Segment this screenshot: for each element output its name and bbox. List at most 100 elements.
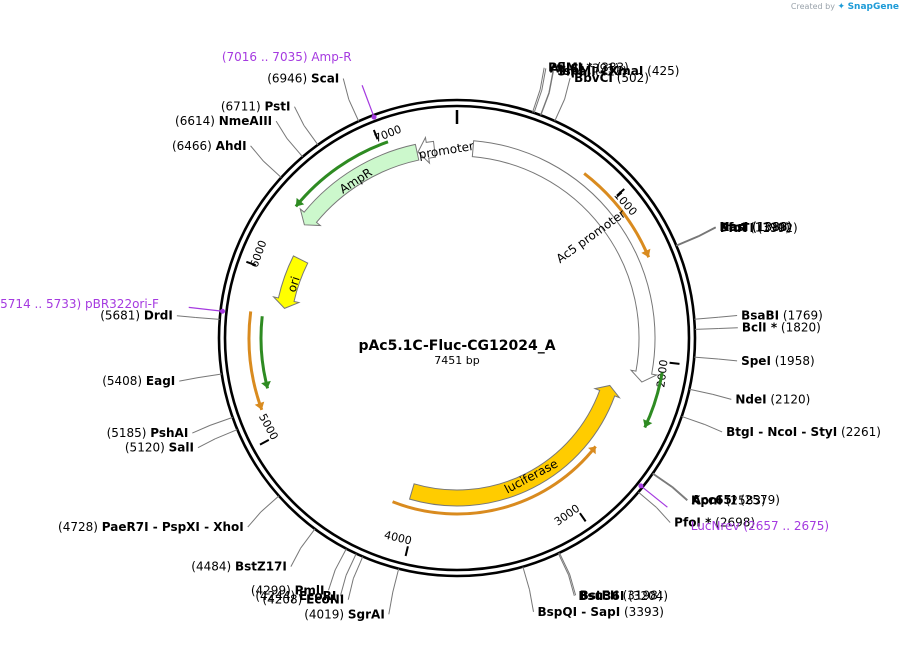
site-leader [638,491,657,509]
site-label: SfoI (1390) [720,220,790,234]
primer-site-icon [220,308,226,314]
site-label: Acc65I (2579) [692,493,780,507]
site-name: SgrAI [348,607,385,621]
primer-leader [188,306,221,312]
site-name: BsaBI [741,308,779,322]
site-leader [681,415,705,425]
site-name: TspMI - XmaI [557,64,643,78]
site-label: (5120) SalI [125,441,194,455]
site-leader [348,99,360,122]
site-leader-2 [671,487,688,502]
site-position: (1390) [746,220,790,234]
site-label: SmaI (427) [557,64,627,78]
site-name: NdeI [735,392,766,406]
site-name: BbvCI [574,71,613,85]
site-label: BspQI - SapI (3393) [538,605,664,619]
plasmid-name: pAc5.1C-Fluc-CG12024_A [358,338,555,354]
site-label: PluTI (1392) [720,221,798,235]
site-leader-2 [569,574,577,596]
site-name: KpnI [691,494,722,508]
site-leader-2 [541,68,547,91]
site-label: Bsu36I (3204) [578,589,668,603]
site-position: (3198) [619,588,663,602]
site-leader [689,388,713,395]
site-position: (425) [643,64,679,78]
site-position: (391) [583,61,619,75]
credit-brand: SnapGene [847,2,899,12]
site-position: (2120) [767,392,811,406]
site-label: (4299) PmlI [251,583,325,597]
site-name: PaeR7I - PspXI - XhoI [102,520,244,534]
site-leader [300,528,316,549]
site-leader [197,373,222,379]
site-leader-2 [718,327,738,330]
site-leader [557,553,569,576]
site-leader-2 [275,120,288,139]
site-position: (502) [613,71,649,85]
orf-arc [392,445,597,516]
feature-arrow [417,135,436,165]
site-leader-2 [388,591,394,615]
site-position: (5185) [107,426,151,440]
site-leader [694,356,719,360]
site-leader-2 [176,315,196,319]
site-position: (1389) [748,220,792,234]
site-leader-2 [247,511,262,528]
site-leader-2 [704,423,723,433]
feature-arrow [471,140,659,383]
orf-arc [247,311,264,411]
site-label: (6466) AhdI [172,139,247,153]
site-name: EcoRI [299,589,336,603]
site-label: (5185) PshAI [107,426,189,440]
site-leader [345,553,357,576]
tick-mark [246,260,257,267]
site-position: (4299) [251,583,295,597]
primer-site-icon [638,483,644,489]
site-leader [334,548,347,571]
site-name: KasI [719,220,748,234]
tick-label: 5000 [256,411,281,442]
site-leader [533,89,543,113]
tick-label: 3000 [552,502,582,529]
site-leader [532,89,541,113]
primer-range: (7016 .. 7035) [222,50,312,64]
site-label: NdeI (2120) [735,392,810,406]
site-position: (2579) [736,493,780,507]
primer-name: LucNrev [691,519,740,533]
tick-label: 4000 [383,528,413,547]
site-leader-2 [290,547,302,567]
site-label: PfoI * (2698) [674,516,755,530]
site-leader-2 [718,358,738,362]
site-name: BstZ17I [235,560,287,574]
site-name: AsiSI [550,61,584,75]
site-name: ScaI [311,71,339,85]
site-name: BspQI - SapI [538,605,621,619]
site-label: KasI (1388) [719,220,792,234]
orf-arrowhead [295,197,305,207]
orf-arc [259,316,270,389]
site-label: TspMI - XmaI (425) [557,64,679,78]
site-leader [694,316,719,320]
site-name: PflMI * [548,61,593,75]
backbone-outer-ring [217,98,697,578]
feature-arrow [299,143,420,227]
feature-arrow [408,384,621,507]
site-label: BbvCI (502) [574,71,649,85]
orf-arc [643,372,664,429]
orf-layer [247,140,664,516]
site-leader-2 [342,78,350,100]
site-label: BtgI - NcoI - StyI (2261) [726,425,881,439]
site-name: NmeAIII [219,114,272,128]
site-position: (5120) [125,441,169,455]
site-name: PmlI [295,583,325,597]
site-label: (6614) NmeAIII [175,114,272,128]
site-name: SfoI [720,220,747,234]
site-position: (4728) [58,520,102,534]
tick-mark [404,546,409,557]
site-leader-2 [656,507,671,523]
site-leader [522,566,530,590]
site-label: SpeI (1958) [741,354,815,368]
